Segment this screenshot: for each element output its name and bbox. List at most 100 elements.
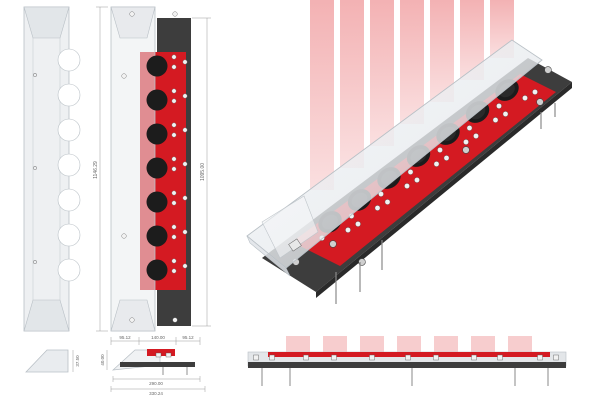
port-hole <box>146 55 168 77</box>
iso-screw <box>502 111 509 117</box>
dimension-lines-profile <box>106 350 206 392</box>
screw-head <box>171 98 177 104</box>
elevation-beam <box>434 336 458 352</box>
screw-head <box>129 317 135 323</box>
elevation-beam <box>397 336 421 352</box>
port-hole <box>146 123 168 145</box>
light-beam <box>340 0 364 168</box>
hole-cutout <box>57 118 81 142</box>
hole-cutout <box>57 83 81 107</box>
assembly-screws <box>121 11 188 323</box>
screw-head <box>172 317 178 323</box>
iso-screw <box>374 205 381 211</box>
screw-head <box>171 258 177 264</box>
elevation-screw <box>405 354 411 361</box>
assembly-port-holes <box>146 55 168 281</box>
screw-mark <box>33 260 37 264</box>
screw-head <box>182 127 188 133</box>
front-view-cover <box>23 6 81 332</box>
iso-screw <box>466 125 473 131</box>
screw-head <box>171 234 177 240</box>
hole-cutout <box>57 153 81 177</box>
screw-head <box>171 88 177 94</box>
elevation-gasket <box>268 352 550 357</box>
elevation-screw <box>331 354 337 361</box>
port-hole <box>146 225 168 247</box>
screw-head <box>121 233 127 239</box>
iso-corner-bolt <box>462 146 470 154</box>
screw-mark <box>33 73 37 77</box>
elevation-screw <box>537 354 543 361</box>
iso-screw <box>414 177 420 183</box>
elevation-beam <box>286 336 310 352</box>
screw-head <box>171 166 177 172</box>
screw-head <box>182 195 188 201</box>
screw-head <box>182 93 188 99</box>
elevation-screw <box>269 354 275 361</box>
iso-screw <box>437 147 443 153</box>
iso-screw <box>433 161 440 167</box>
screw-head <box>129 11 135 17</box>
iso-screw <box>496 103 502 109</box>
hole-cutout <box>57 48 81 72</box>
isometric-view <box>246 0 572 304</box>
light-beam <box>310 0 334 190</box>
screw-head <box>171 156 177 162</box>
light-beam <box>400 0 424 124</box>
iso-screw <box>463 139 469 145</box>
port-hole <box>146 89 168 111</box>
iso-gasket-strip <box>292 74 556 266</box>
front-view-hole-cutouts <box>57 48 81 282</box>
elevation-base-plate <box>248 362 566 368</box>
iso-screw <box>355 221 361 227</box>
light-beam <box>370 0 394 146</box>
iso-corner-bolt <box>536 98 544 106</box>
screw-mark <box>33 166 37 170</box>
screw-head <box>171 190 177 196</box>
iso-screw <box>384 199 391 205</box>
elevation-screws <box>253 354 559 361</box>
port-hole <box>146 157 168 179</box>
screw-head <box>121 73 127 79</box>
screw-head <box>171 200 177 206</box>
iso-clamp-bracket <box>288 238 302 252</box>
iso-screw <box>443 155 450 161</box>
iso-screw <box>492 117 499 123</box>
screw-head <box>171 122 177 128</box>
screw-head <box>182 59 188 65</box>
hole-cutout <box>57 188 81 212</box>
iso-screw <box>404 183 410 189</box>
hole-cutout <box>57 223 81 247</box>
dim-overall-height: 1146.29 <box>93 161 99 179</box>
elevation-light-beams <box>286 336 532 352</box>
elevation-beam <box>508 336 532 352</box>
dim-profile-height: 40.00 <box>100 354 105 366</box>
elevation-screw <box>471 354 477 361</box>
screw-head <box>182 229 188 235</box>
dim-profile-depth: 37.50 <box>75 355 80 367</box>
dimension-lines-front <box>96 6 211 345</box>
dim-left-margin: 95.12 <box>119 335 131 340</box>
elevation-screw <box>369 354 375 361</box>
screw-head <box>171 268 177 274</box>
screw-head <box>182 161 188 167</box>
port-hole <box>146 259 168 281</box>
side-elevation-view <box>247 336 567 386</box>
iso-screw <box>522 95 528 101</box>
elevation-beam <box>360 336 384 352</box>
elevation-screw <box>253 354 259 361</box>
iso-screw <box>407 169 414 175</box>
screw-head <box>171 64 177 70</box>
screw-head <box>182 263 188 269</box>
dim-center-width: 140.00 <box>151 335 165 340</box>
light-beams <box>310 0 514 190</box>
elevation-screw <box>497 354 503 361</box>
elevation-screw <box>553 354 559 361</box>
iso-screw <box>378 191 384 197</box>
side-profile-cover <box>25 349 74 373</box>
iso-legs <box>335 103 556 304</box>
iso-screw <box>532 89 538 95</box>
iso-screw <box>345 227 351 233</box>
